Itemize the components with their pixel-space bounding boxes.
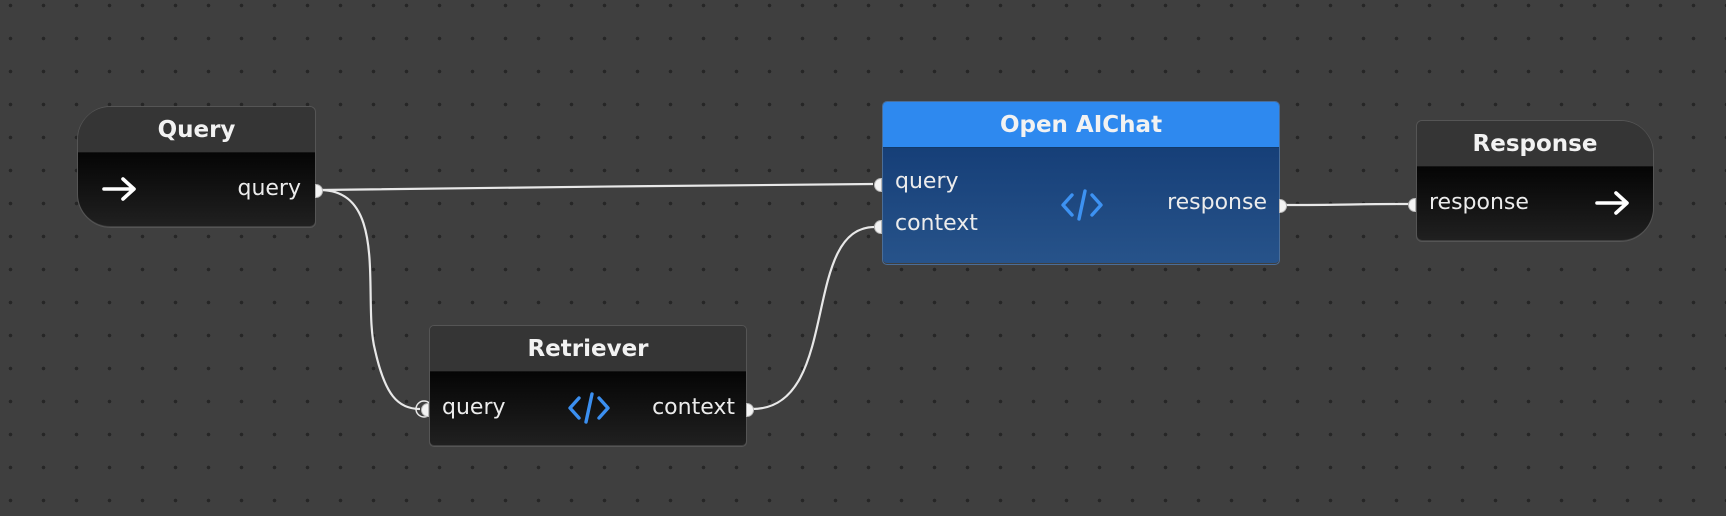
query-node-output-label: query xyxy=(237,176,301,201)
openai-chat-input-label-context: context xyxy=(895,211,978,236)
retriever-node-body: query context xyxy=(430,372,746,445)
openai-chat-node-title: Open AIChat xyxy=(883,102,1279,148)
openai-chat-output-port-response[interactable] xyxy=(1279,199,1287,213)
openai-chat-output-label-response: response xyxy=(1167,190,1267,215)
retriever-node-output-label: context xyxy=(652,395,735,420)
query-node[interactable]: Query query xyxy=(77,106,323,228)
openai-chat-input-label-query: query xyxy=(895,169,959,194)
response-node[interactable]: Response response xyxy=(1408,120,1654,242)
response-node-body: response xyxy=(1417,167,1653,240)
query-node-title: Query xyxy=(78,107,315,153)
openai-chat-input-port-context[interactable] xyxy=(874,220,882,234)
code-icon xyxy=(1061,189,1103,221)
retriever-node-output-port-context[interactable] xyxy=(746,403,754,417)
retriever-node-input-label: query xyxy=(442,395,506,420)
code-icon xyxy=(568,392,610,424)
openai-chat-node-body: query context response xyxy=(883,148,1279,263)
connection-query-to-retriever-query[interactable] xyxy=(319,188,421,411)
openai-chat-input-port-query[interactable] xyxy=(874,178,882,192)
arrow-right-icon xyxy=(102,177,136,201)
response-node-input-label: response xyxy=(1429,190,1529,215)
retriever-node-title: Retriever xyxy=(430,326,746,372)
response-node-input-port-response[interactable] xyxy=(1408,198,1416,212)
query-node-body: query xyxy=(78,153,315,226)
arrow-right-icon xyxy=(1595,191,1629,215)
retriever-node-input-port-query[interactable] xyxy=(421,403,429,417)
connection-retriever-context-to-openai-context[interactable] xyxy=(751,225,875,411)
retriever-node[interactable]: Retriever query context xyxy=(421,325,754,447)
connection-query-to-openai-query[interactable] xyxy=(319,182,874,192)
openai-chat-node[interactable]: Open AIChat query context response xyxy=(874,101,1287,265)
query-node-output-port-query[interactable] xyxy=(315,184,323,198)
response-node-title: Response xyxy=(1417,121,1653,167)
connection-openai-response-to-response[interactable] xyxy=(1284,202,1409,207)
